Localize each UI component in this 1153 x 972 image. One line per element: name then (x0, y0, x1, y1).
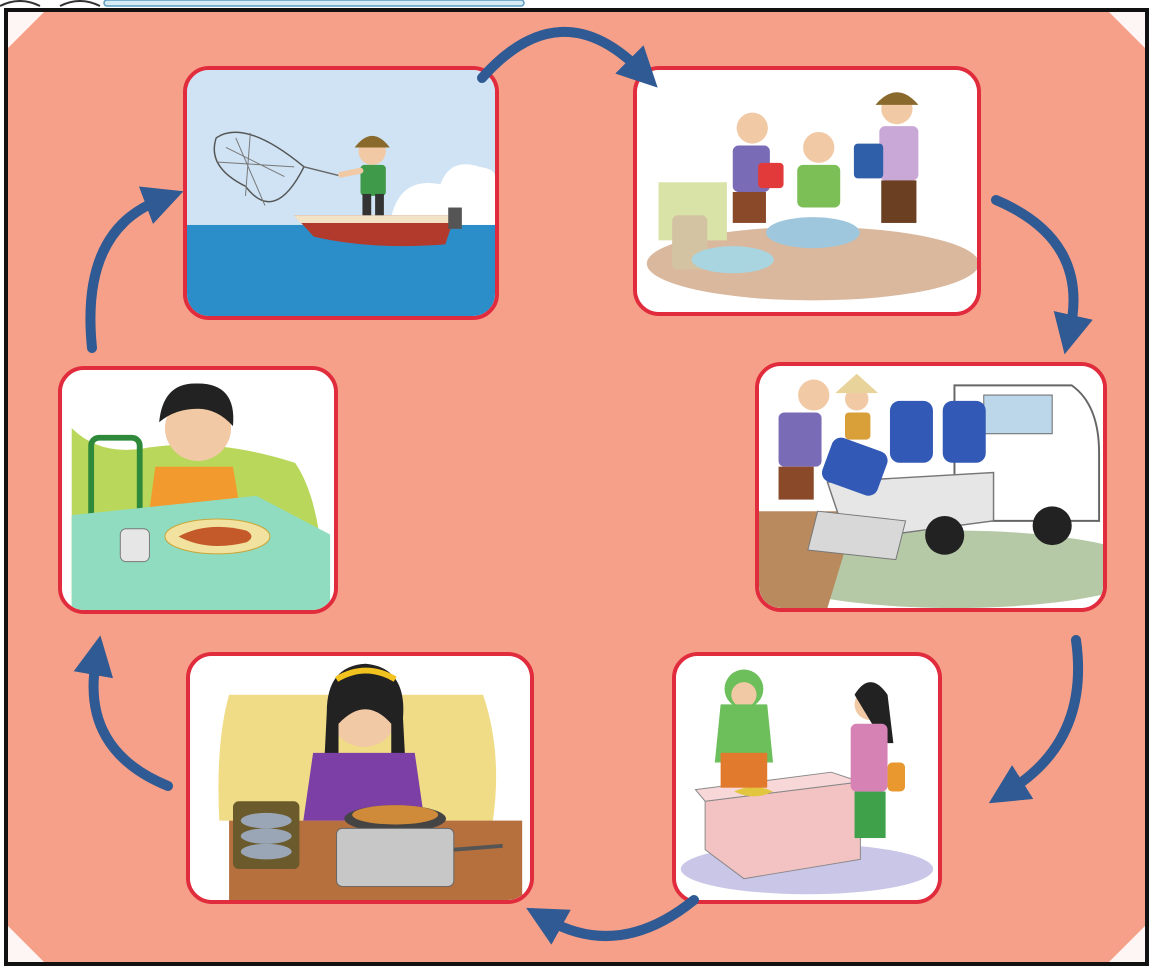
people-sorting-fish-icon (637, 70, 977, 312)
fish-market-stall-icon (676, 656, 938, 900)
step-card-transport (755, 362, 1107, 612)
loading-truck-icon (759, 366, 1103, 608)
girl-frying-fish-icon (190, 656, 530, 900)
diagram-frame (4, 8, 1149, 966)
arrow-eating-to-fishing (85, 186, 184, 353)
corner-top-right (1109, 12, 1145, 48)
arrow-cooking-to-eating (73, 635, 173, 791)
step-card-sorting (633, 66, 981, 316)
step-card-market (672, 652, 942, 904)
step-card-cooking (186, 652, 534, 904)
boy-eating-fish-icon (62, 370, 334, 610)
fisherman-casting-net-icon (187, 70, 495, 316)
corner-bottom-left (8, 926, 44, 962)
corner-top-left (8, 12, 44, 48)
corner-bottom-right (1109, 926, 1145, 962)
top-edge-decoration (0, 0, 525, 7)
arrow-sorting-to-transport (991, 195, 1093, 355)
step-card-eating (58, 366, 338, 614)
arrow-market-to-cooking (526, 895, 699, 945)
arrow-fishing-to-sorting (477, 26, 658, 88)
step-card-fishing (183, 66, 499, 320)
arrow-transport-to-market (988, 635, 1084, 804)
